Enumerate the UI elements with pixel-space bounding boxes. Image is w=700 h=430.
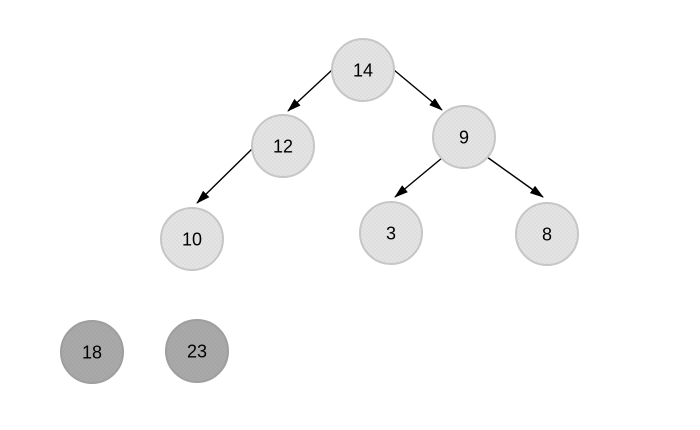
tree-node-9: 9 [432,105,496,169]
tree-node-12: 12 [251,114,315,178]
tree-node-10: 10 [160,207,224,271]
node-label-3: 3 [386,223,396,243]
node-circle-8 [515,202,579,266]
tree-node-18: 18 [60,320,124,384]
edge-arrow-14-12 [287,69,333,112]
node-label-8: 8 [542,224,552,244]
edge-arrow-9-3 [394,157,443,198]
node-circle-23 [165,319,229,383]
node-label-10: 10 [182,229,202,249]
tree-node-14: 14 [331,38,395,102]
tree-node-8: 8 [515,202,579,266]
node-label-9: 9 [459,127,469,147]
node-label-14: 14 [353,60,373,80]
node-circle-12 [251,114,315,178]
edge-arrow-14-9 [393,69,443,111]
tree-node-3: 3 [359,201,423,265]
edge-arrow-9-8 [486,156,544,198]
node-label-12: 12 [273,136,293,156]
node-label-23: 23 [187,341,207,361]
node-circle-10 [160,207,224,271]
node-circle-3 [359,201,423,265]
node-circle-14 [331,38,395,102]
edge-arrow-12-10 [196,147,254,204]
node-circle-9 [432,105,496,169]
node-circle-18 [60,320,124,384]
tree-node-23: 23 [165,319,229,383]
node-label-18: 18 [82,342,102,362]
